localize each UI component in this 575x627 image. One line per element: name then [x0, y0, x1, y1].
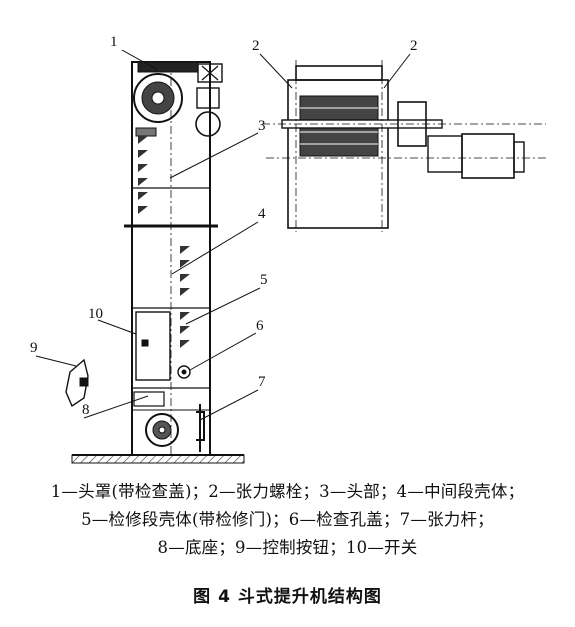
legend-line-2: 5—检修段壳体(带检修门)；6—检查孔盖；7—张力杆；: [81, 510, 494, 529]
head-drive-top-view: [262, 60, 546, 232]
callout-labels: 1 2 2 3 4 5 6 7 8 9 10: [30, 34, 418, 418]
ground-base: [71, 454, 245, 464]
callout-1: 1: [110, 34, 118, 50]
callout-9: 9: [30, 340, 38, 356]
head-hood: [133, 61, 223, 137]
legend-line-3: 8—底座；9—控制按钮；10—开关: [157, 538, 418, 557]
callout-4: 4: [258, 206, 266, 222]
callout-8: 8: [82, 402, 90, 418]
control-button: [65, 358, 89, 408]
callout-7: 7: [258, 374, 266, 390]
callout-3: 3: [258, 118, 266, 134]
figure-caption: 图 4 斗式提升机结构图: [193, 587, 382, 607]
legend-line-1: 1—头罩(带检查盖)；2—张力螺栓；3—头部；4—中间段壳体；: [50, 482, 525, 501]
callout-2-right: 2: [410, 38, 418, 54]
callout-10: 10: [88, 306, 103, 322]
leader-lines: [35, 49, 411, 421]
bucket-elevator-diagram: 1 2 2 3 4 5 6 7 8 9 10: [30, 34, 546, 464]
inspection-section: [135, 311, 191, 381]
callout-2-left: 2: [252, 38, 260, 54]
boot-section: [133, 391, 205, 452]
bucket-chain: [138, 136, 190, 348]
callout-5: 5: [260, 272, 268, 288]
elevator-casing: [124, 61, 218, 456]
callout-6: 6: [256, 318, 264, 334]
